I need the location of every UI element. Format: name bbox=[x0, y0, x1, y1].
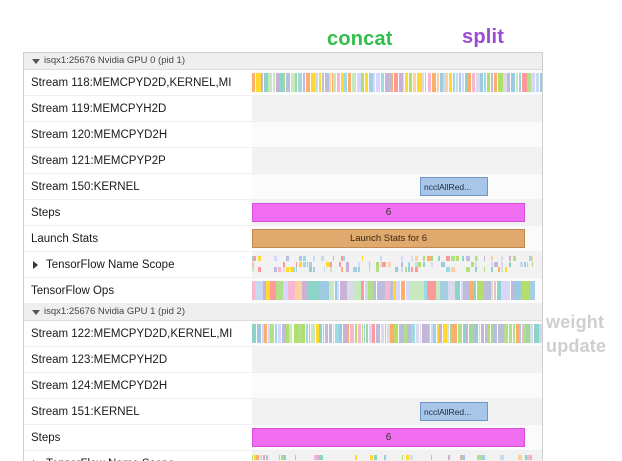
timeline-row[interactable]: TensorFlow Ops bbox=[24, 278, 542, 304]
timeline-row[interactable]: Steps 6 bbox=[24, 200, 542, 226]
timeline-row-label-text: Stream 150:KERNEL bbox=[31, 180, 140, 193]
timeline-row-label-text: Steps bbox=[31, 206, 61, 219]
kernel-activity-bars[interactable] bbox=[252, 73, 542, 92]
timeline-row[interactable]: Stream 121:MEMCPYP2P bbox=[24, 148, 542, 174]
timeline-row-track[interactable]: ncclAllRed... bbox=[252, 399, 542, 424]
timeline-row-label-text: TensorFlow Name Scope bbox=[46, 458, 174, 461]
timeline-row-label-text: Stream 122:MEMCPYD2D,KERNEL,MI bbox=[31, 327, 233, 340]
launch-stats-bar[interactable]: Launch Stats for 6 bbox=[252, 229, 525, 248]
timeline-row[interactable]: Stream 150:KERNEL ncclAllRed... bbox=[24, 174, 542, 200]
timeline-row-label: Launch Stats bbox=[24, 226, 252, 251]
tensorflow-ops-activity[interactable] bbox=[252, 281, 535, 300]
timeline-row-label: Stream 121:MEMCPYP2P bbox=[24, 148, 252, 173]
nccl-allreduce-bar[interactable]: ncclAllRed... bbox=[420, 177, 488, 196]
name-scope-activity[interactable] bbox=[252, 256, 533, 273]
timeline-row-label-text: Stream 119:MEMCPYH2D bbox=[31, 102, 167, 115]
timeline-row-label: Stream 123:MEMCPYH2D bbox=[24, 347, 252, 372]
timeline-group-header[interactable]: isqx1:25676 Nvidia GPU 0 (pid 1) bbox=[24, 53, 542, 70]
timeline-group-header-label: isqx1:25676 Nvidia GPU 1 (pid 2) bbox=[44, 306, 185, 317]
timeline-row-label: Stream 150:KERNEL bbox=[24, 174, 252, 199]
timeline-group-header-label: isqx1:25676 Nvidia GPU 0 (pid 1) bbox=[44, 55, 185, 66]
timeline-row-label-text: Launch Stats bbox=[31, 232, 99, 245]
timeline-row-label: Steps bbox=[24, 200, 252, 225]
annotation-concat: concat bbox=[327, 28, 393, 50]
chevron-right-icon[interactable] bbox=[33, 459, 38, 461]
chevron-down-icon[interactable] bbox=[32, 58, 40, 64]
timeline-row-track[interactable] bbox=[252, 148, 542, 173]
timeline-row-label-text: Stream 151:KERNEL bbox=[31, 405, 140, 418]
timeline-row-label: Stream 122:MEMCPYD2D,KERNEL,MI bbox=[24, 321, 252, 346]
timeline-row-label: Stream 120:MEMCPYD2H bbox=[24, 122, 252, 147]
timeline-group-header[interactable]: isqx1:25676 Nvidia GPU 1 (pid 2) bbox=[24, 304, 542, 321]
timeline-row-track[interactable] bbox=[252, 96, 542, 121]
timeline-row[interactable]: Launch Stats Launch Stats for 6 bbox=[24, 226, 542, 252]
timeline-row-track[interactable] bbox=[252, 252, 542, 277]
timeline-row[interactable]: Stream 118:MEMCPYD2D,KERNEL,MI bbox=[24, 70, 542, 96]
timeline-row-label: TensorFlow Name Scope bbox=[24, 252, 252, 277]
chevron-right-icon[interactable] bbox=[33, 260, 38, 269]
step-bar[interactable]: 6 bbox=[252, 203, 525, 222]
annotation-split: split bbox=[462, 26, 505, 48]
timeline-row-track[interactable]: ncclAllRed... bbox=[252, 174, 542, 199]
timeline-row-label-text: Stream 118:MEMCPYD2D,KERNEL,MI bbox=[31, 76, 232, 89]
timeline-row-label-text: Stream 123:MEMCPYH2D bbox=[31, 353, 168, 366]
timeline-row[interactable]: Stream 119:MEMCPYH2D bbox=[24, 96, 542, 122]
timeline-row-track[interactable] bbox=[252, 278, 542, 303]
timeline-row-track[interactable] bbox=[252, 373, 542, 398]
timeline-row-label-text: TensorFlow Name Scope bbox=[46, 258, 175, 271]
timeline-row-label-text: TensorFlow Ops bbox=[31, 284, 115, 297]
timeline-row-track[interactable]: 6 bbox=[252, 200, 542, 225]
annotation-weight-update: weight update bbox=[546, 310, 606, 358]
name-scope-activity[interactable] bbox=[252, 455, 533, 461]
timeline-row-label-text: Stream 121:MEMCPYP2P bbox=[31, 154, 166, 167]
timeline-row[interactable]: Stream 124:MEMCPYD2H bbox=[24, 373, 542, 399]
timeline-row-track[interactable]: 6 bbox=[252, 425, 542, 450]
timeline-row[interactable]: TensorFlow Name Scope bbox=[24, 252, 542, 278]
timeline-row-label: Stream 124:MEMCPYD2H bbox=[24, 373, 252, 398]
timeline-row[interactable]: Stream 123:MEMCPYH2D bbox=[24, 347, 542, 373]
timeline-row-track[interactable] bbox=[252, 122, 542, 147]
timeline-row[interactable]: TensorFlow Name Scope bbox=[24, 451, 542, 461]
timeline-row-track[interactable] bbox=[252, 70, 542, 95]
timeline-row-track[interactable] bbox=[252, 321, 542, 346]
timeline-row-label: Steps bbox=[24, 425, 252, 450]
timeline-row-label: TensorFlow Ops bbox=[24, 278, 252, 303]
timeline-row-label: Stream 119:MEMCPYH2D bbox=[24, 96, 252, 121]
timeline-row[interactable]: Stream 151:KERNEL ncclAllRed... bbox=[24, 399, 542, 425]
timeline-row[interactable]: Steps 6 bbox=[24, 425, 542, 451]
timeline-row-label-text: Steps bbox=[31, 431, 61, 444]
trace-timeline-panel[interactable]: isqx1:25676 Nvidia GPU 0 (pid 1) Stream 1… bbox=[23, 52, 543, 461]
timeline-row-label-text: Stream 120:MEMCPYD2H bbox=[31, 128, 168, 141]
timeline-row-track[interactable]: Launch Stats for 6 bbox=[252, 226, 542, 251]
timeline-row-label-text: Stream 124:MEMCPYD2H bbox=[31, 379, 168, 392]
timeline-row-track[interactable] bbox=[252, 451, 542, 461]
nccl-allreduce-bar[interactable]: ncclAllRed... bbox=[420, 402, 488, 421]
annotation-weight-update-line1: weight bbox=[546, 312, 605, 332]
annotation-weight-update-line2: update bbox=[546, 336, 607, 356]
kernel-activity-bars[interactable] bbox=[252, 324, 542, 343]
timeline-row[interactable]: Stream 120:MEMCPYD2H bbox=[24, 122, 542, 148]
chevron-down-icon[interactable] bbox=[32, 309, 40, 315]
timeline-row-track[interactable] bbox=[252, 347, 542, 372]
timeline-row-label: Stream 118:MEMCPYD2D,KERNEL,MI bbox=[24, 70, 252, 95]
timeline-row[interactable]: Stream 122:MEMCPYD2D,KERNEL,MI bbox=[24, 321, 542, 347]
timeline-row-label: TensorFlow Name Scope bbox=[24, 451, 252, 461]
timeline-row-label: Stream 151:KERNEL bbox=[24, 399, 252, 424]
step-bar[interactable]: 6 bbox=[252, 428, 525, 447]
